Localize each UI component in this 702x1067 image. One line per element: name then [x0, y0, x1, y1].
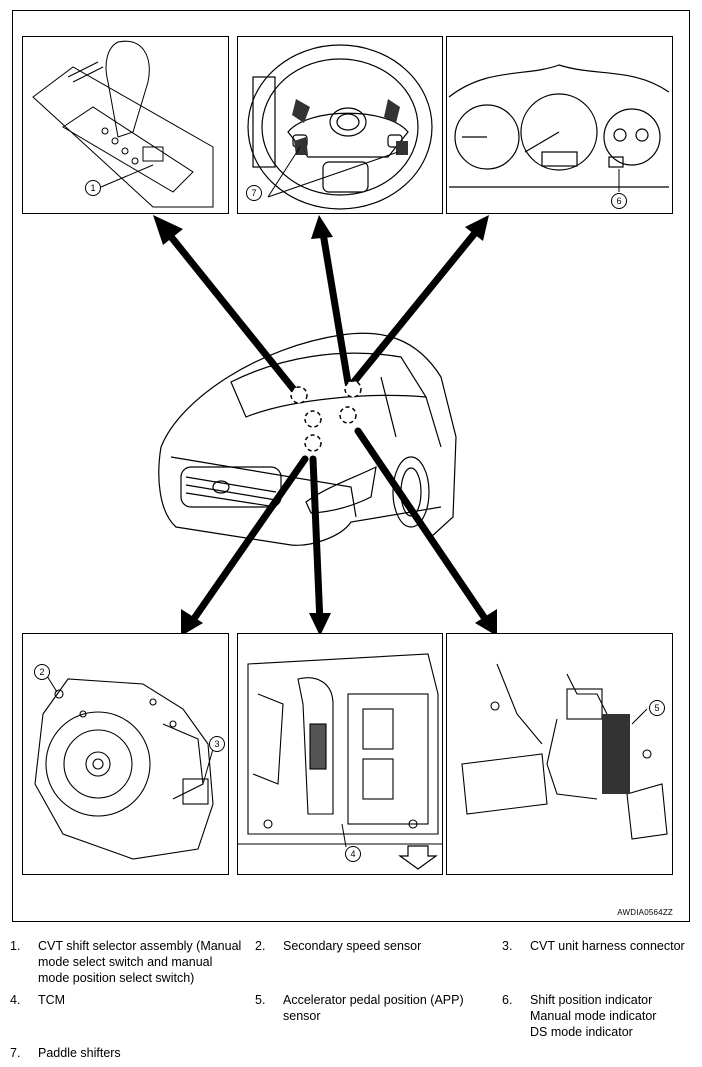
- callout-6: 6: [611, 193, 627, 209]
- panel-shift-selector: 1: [22, 36, 229, 214]
- figure-code: AWDIA0564ZZ: [617, 908, 673, 917]
- legend-text: Secondary speed sensor: [283, 939, 422, 953]
- callout-1: 1: [85, 180, 101, 196]
- shift-selector-drawing: [32, 40, 214, 208]
- legend-num: 4.: [10, 993, 21, 1007]
- instrument-cluster-drawing: [448, 64, 670, 192]
- component-location-figure: 1 7: [12, 10, 690, 922]
- legend-text: Paddle shifters: [38, 1046, 121, 1060]
- panel-transmission: 2 3: [22, 633, 229, 875]
- legend-num: 3.: [502, 939, 513, 953]
- panel-engine-bay: 4: [237, 633, 443, 875]
- steering-wheel-drawing: [247, 44, 433, 210]
- transmission-drawing: [34, 675, 214, 860]
- callout-5: 5: [649, 700, 665, 716]
- legend-text: TCM: [38, 993, 66, 1007]
- panel-steering-wheel: 7: [237, 36, 443, 214]
- location-markers: [290, 380, 362, 452]
- legend-text: Shift position indicator Manual mode ind…: [530, 993, 657, 1039]
- legend-num: 7.: [10, 1046, 21, 1060]
- legend-text: CVT unit harness connector: [530, 939, 685, 953]
- callout-3: 3: [209, 736, 225, 752]
- callout-2: 2: [34, 664, 50, 680]
- legend-num: 1.: [10, 939, 21, 953]
- panel-instrument-cluster: 6: [446, 36, 673, 214]
- panel-pedals: 5: [446, 633, 673, 875]
- legend-text: CVT shift selector assembly (Manual mode…: [38, 939, 242, 985]
- engine-bay-drawing: [238, 653, 442, 870]
- vehicle-illustration: [158, 332, 457, 546]
- callout-7: 7: [246, 185, 262, 201]
- pointer-arrows: [153, 215, 497, 636]
- legend-text: Accelerator pedal position (APP) sensor: [283, 993, 464, 1023]
- legend-num: 5.: [255, 993, 266, 1007]
- legend-num: 6.: [502, 993, 513, 1007]
- legend-num: 2.: [255, 939, 266, 953]
- pedals-drawing: [461, 663, 668, 840]
- callout-4: 4: [345, 846, 361, 862]
